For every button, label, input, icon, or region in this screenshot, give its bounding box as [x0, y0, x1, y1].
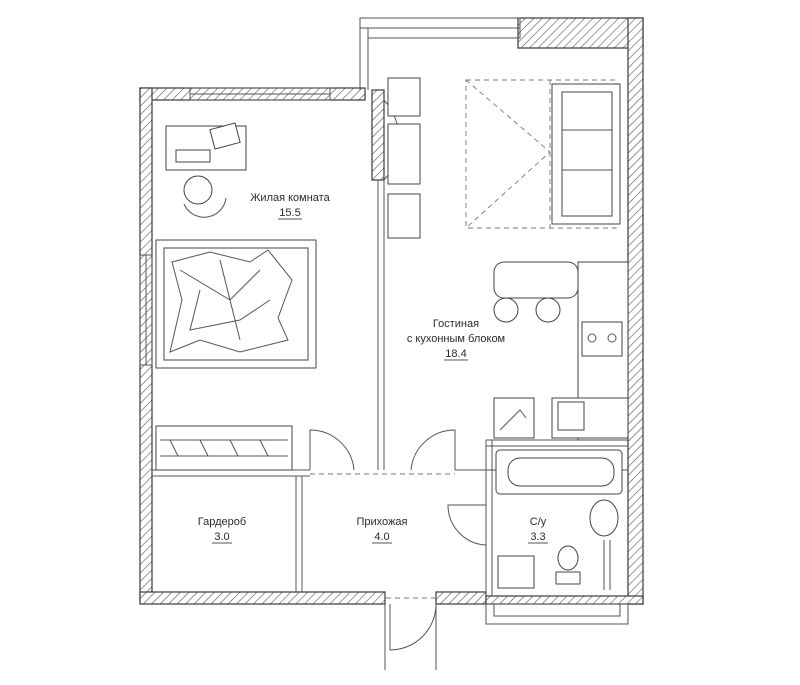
room-label-wardrobe: Гардероб 3.0	[198, 516, 246, 544]
bathroom-fixtures	[495, 449, 623, 590]
room-area: 4.0	[374, 531, 389, 543]
room-label-living: Гостиная с кухонным блоком 18.4	[407, 318, 505, 361]
exterior-walls	[139, 17, 644, 670]
room-name: Гостиная	[433, 318, 479, 330]
room-area: 15.5	[279, 207, 300, 219]
room-label-hallway: Прихожая 4.0	[357, 516, 408, 544]
room-area: 18.4	[445, 348, 466, 360]
room-name: Гардероб	[198, 516, 246, 528]
room-label-bathroom: С/у 3.3	[528, 516, 548, 544]
room-area: 3.3	[530, 531, 545, 543]
room-name: Жилая комната	[250, 192, 330, 204]
living-furniture	[387, 77, 629, 441]
room-label-bedroom: Жилая комната 15.5	[250, 192, 331, 220]
room-name: Прихожая	[357, 516, 408, 528]
room-area: 3.0	[214, 531, 229, 543]
bedroom-furniture	[155, 122, 317, 471]
room-name: С/у	[530, 516, 547, 528]
room-name-line2: с кухонным блоком	[407, 333, 505, 345]
